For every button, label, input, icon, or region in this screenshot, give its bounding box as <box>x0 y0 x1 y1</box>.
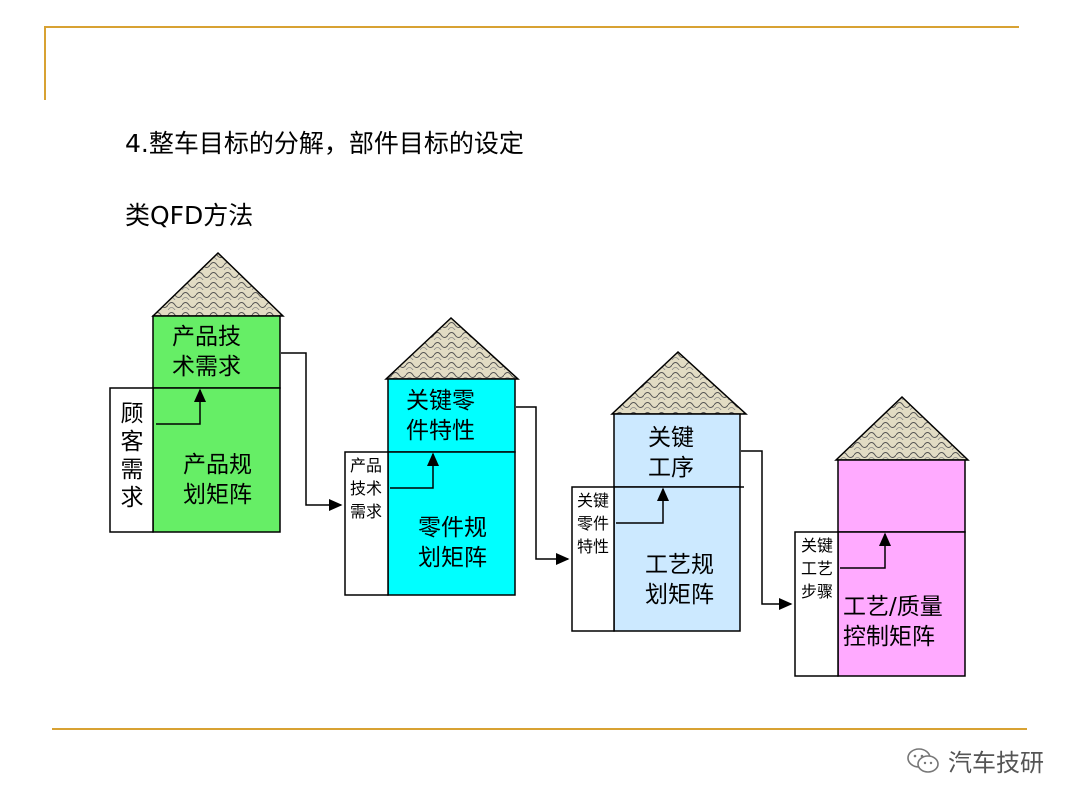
frame-left-line <box>44 26 46 100</box>
connector-arrow-3 <box>741 450 793 610</box>
matrix-box-control <box>837 531 966 677</box>
matrix-box-product <box>152 387 281 533</box>
side-box-control <box>794 531 839 677</box>
top-label-product: 产品技 术需求 <box>172 324 241 380</box>
wechat-icon <box>907 747 939 773</box>
side-label-part: 产品技术需求 <box>350 456 383 521</box>
connector-arrow-1 <box>281 352 343 511</box>
matrix-label-part: 零件规 划矩阵 <box>418 515 487 571</box>
top-label-part: 关键零 件特性 <box>406 388 475 444</box>
house-product <box>109 251 285 533</box>
slide-heading: 4.整车目标的分解，部件目标的设定 <box>125 129 524 158</box>
inner-arrow-part <box>390 452 439 489</box>
side-box-product <box>109 387 154 533</box>
top-box-part <box>387 378 516 453</box>
roof-part <box>384 316 520 380</box>
top-box-product <box>152 315 281 389</box>
roof-process <box>610 350 748 415</box>
house-part <box>344 316 520 596</box>
top-box-control <box>837 459 966 533</box>
side-box-process <box>571 486 615 632</box>
matrix-label-product: 产品规 划矩阵 <box>183 452 252 508</box>
inner-arrow-control <box>840 532 891 569</box>
inner-arrow-process <box>616 487 669 524</box>
matrix-box-process <box>613 486 741 632</box>
frame-bottom-line <box>52 728 1027 730</box>
top-box-process <box>613 413 741 488</box>
inner-arrow-product <box>156 388 206 425</box>
side-label-product: 顾客需求 <box>120 401 144 511</box>
frame-top-line <box>44 26 1019 28</box>
connector-arrow-2 <box>516 406 570 565</box>
slide-subheading: 类QFD方法 <box>125 201 254 230</box>
roof-product <box>151 251 285 317</box>
watermark-text: 汽车技研 <box>948 749 1044 777</box>
matrix-box-part <box>387 451 516 596</box>
matrix-label-control: 工艺/质量 控制矩阵 <box>843 594 943 650</box>
side-label-process: 关键零件特性 <box>577 491 610 556</box>
watermark: 汽车技研 <box>906 743 1044 778</box>
top-label-process: 关键 工序 <box>648 425 694 481</box>
house-control <box>794 395 970 677</box>
house-process <box>571 350 748 632</box>
side-box-part <box>344 451 389 596</box>
matrix-label-process: 工艺规 划矩阵 <box>645 552 714 608</box>
side-label-control: 关键工艺步骤 <box>801 536 834 601</box>
roof-control <box>834 395 970 461</box>
